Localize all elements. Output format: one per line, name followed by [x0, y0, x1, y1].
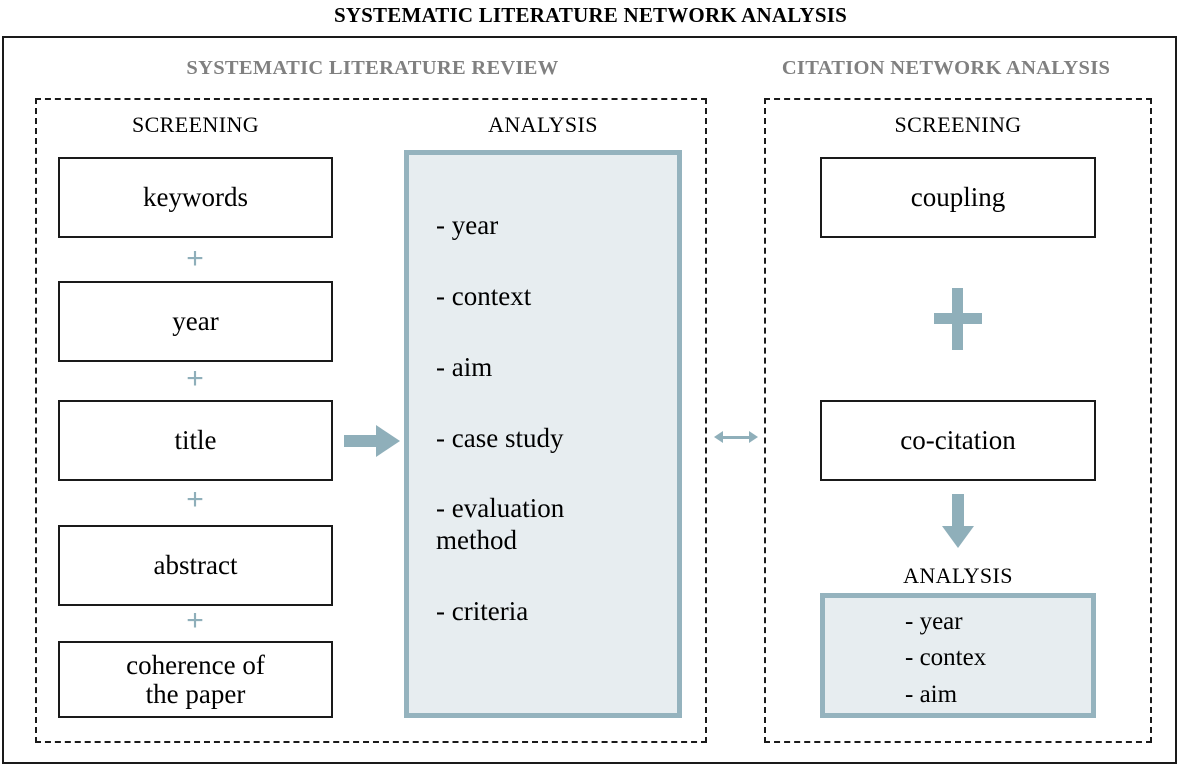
plus-icon: + [186, 483, 204, 516]
arrow-shaft [952, 494, 964, 528]
criterion-box-title[interactable]: title [58, 400, 333, 481]
page-title: SYSTEMATIC LITERATURE NETWORK ANALYSIS [333, 3, 848, 27]
caption-screening-left: SCREENING [131, 112, 260, 137]
arrow-right-icon [344, 425, 400, 457]
analysis-item: - criteria [436, 596, 529, 627]
arrow-head-left [714, 431, 723, 443]
section-header-citation-network-analysis: CITATION NETWORK ANALYSIS [781, 57, 1111, 79]
caption-screening-right: SCREENING [894, 112, 1022, 137]
panel-systematic-literature-review [35, 98, 707, 743]
analysis-item: - year [436, 210, 499, 240]
arrow-head-right [749, 431, 758, 443]
section-header-systematic-literature-review: SYSTEMATIC LITERATURE REVIEW [186, 57, 559, 79]
analysis-item: - evaluation method [436, 493, 565, 556]
arrow-shaft [344, 435, 378, 447]
arrow-head [376, 425, 400, 457]
plus-icon [934, 288, 982, 350]
criterion-box-keywords[interactable]: keywords [58, 157, 333, 238]
criterion-label-co-citation: co-citation [900, 425, 1016, 456]
plus-icon: + [186, 362, 204, 395]
analysis-item: - case study [436, 422, 564, 453]
criterion-label-title: title [174, 425, 217, 456]
caption-analysis-right: ANALYSIS [903, 563, 1013, 588]
caption-analysis-left: ANALYSIS [488, 112, 598, 137]
criterion-box-co-citation[interactable]: co-citation [820, 400, 1096, 481]
criterion-box-year[interactable]: year [58, 281, 333, 362]
analysis-item: - aim [436, 351, 493, 382]
panel-citation-network-analysis [764, 98, 1152, 743]
criterion-box-coherence-of-the-paper[interactable]: coherence of the paper [58, 641, 333, 718]
analysis-item: - contex [905, 644, 987, 672]
plus-icon: + [186, 604, 204, 637]
criterion-box-coupling[interactable]: coupling [820, 157, 1096, 238]
arrow-bidirectional-icon [714, 428, 758, 448]
analysis-box-citation-network-analysis[interactable]: - year - contex - aim [820, 593, 1096, 718]
criterion-label-year: year [172, 306, 219, 337]
plus-bar-vertical [952, 288, 963, 350]
criterion-label-abstract: abstract [153, 550, 238, 581]
analysis-item: - context [436, 280, 532, 311]
plus-icon: + [186, 242, 204, 275]
criterion-box-abstract[interactable]: abstract [58, 525, 333, 606]
analysis-box-systematic-literature-review[interactable]: - year - context - aim - case study - ev… [404, 150, 682, 718]
analysis-item: - year [905, 608, 963, 635]
arrow-shaft [720, 436, 752, 439]
criterion-label-coherence-of-the-paper: coherence of the paper [126, 649, 265, 709]
arrow-down-icon [942, 494, 974, 548]
criterion-label-coupling: coupling [910, 182, 1006, 213]
analysis-item: - aim [905, 680, 958, 708]
criterion-label-keywords: keywords [143, 182, 248, 213]
arrow-head [942, 526, 974, 548]
